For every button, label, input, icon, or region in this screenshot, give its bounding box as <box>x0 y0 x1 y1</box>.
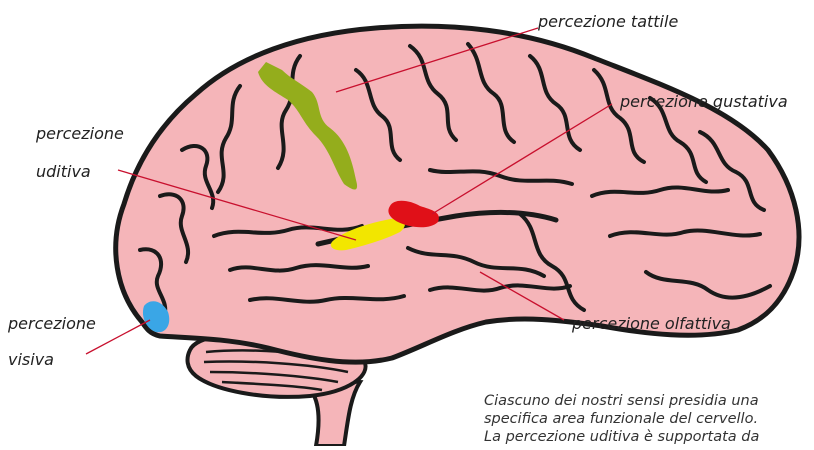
label-uditiva-line1: percezione <box>36 124 124 143</box>
label-visiva-line1: percezione <box>8 314 96 333</box>
caption-line-3: La percezione uditiva è supportata da <box>484 428 814 446</box>
caption-line-1: Ciascuno dei nostri sensi presidia una <box>484 392 814 410</box>
cerebrum <box>116 26 799 362</box>
label-visiva-line2: visiva <box>8 350 54 369</box>
label-percezione-olfattiva: percezione olfattiva <box>572 314 731 333</box>
label-percezione-gustativa: percezione gustativa <box>620 92 788 111</box>
caption-line-2: specifica area funzionale del cervello. <box>484 410 814 428</box>
label-uditiva-line2: uditiva <box>36 162 91 181</box>
caption: Ciascuno dei nostri sensi presidia una s… <box>484 392 814 446</box>
label-percezione-tattile: percezione tattile <box>538 12 678 31</box>
